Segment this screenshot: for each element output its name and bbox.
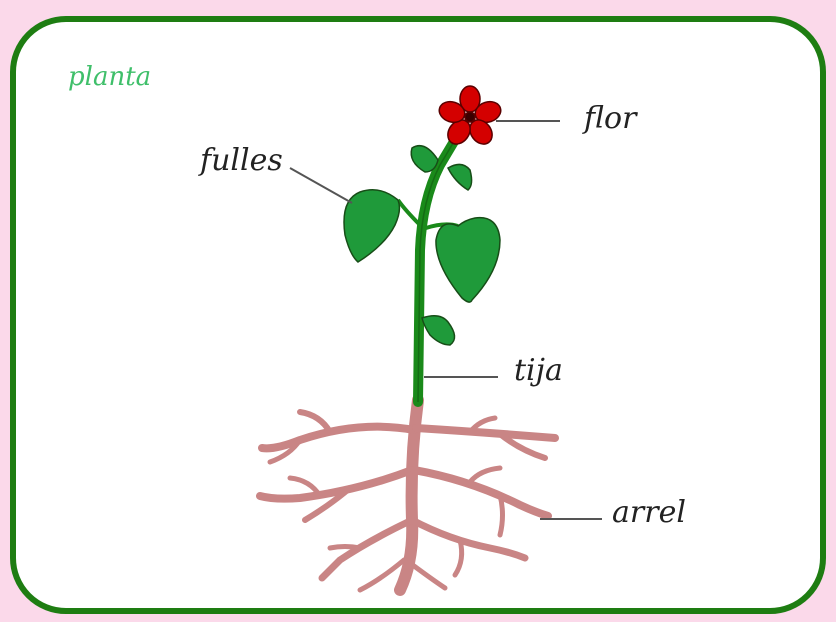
leaves-leader xyxy=(290,168,352,203)
label-arrel: arrel xyxy=(612,495,686,530)
label-tija: tija xyxy=(514,353,563,388)
label-fulles: fulles xyxy=(198,143,283,178)
label-flor: flor xyxy=(582,101,638,136)
flower xyxy=(437,86,504,148)
diagram-title: planta xyxy=(68,62,151,92)
root-system xyxy=(260,400,555,590)
